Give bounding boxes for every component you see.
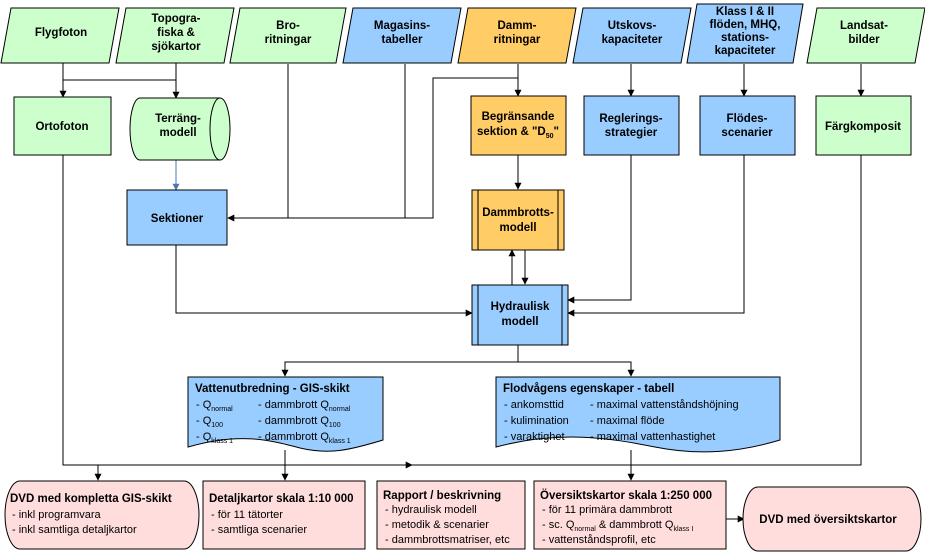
input-bro-ritningar: Bro-ritningar [229, 7, 347, 64]
process-fargkomposit: Färgkomposit [815, 95, 912, 156]
svg-text:Färgkomposit: Färgkomposit [825, 121, 901, 133]
svg-text:DVD med kompletta GIS-skikt: DVD med kompletta GIS-skikt [10, 493, 172, 505]
process-begransande-sektion: Begränsande sektion & "D50" [470, 95, 567, 156]
edge-bro-sektioner [227, 64, 289, 222]
svg-text:sektion & "D50": sektion & "D50" [477, 126, 559, 140]
edge-flodes-hydraulisk [567, 155, 745, 317]
svg-text:Flodvågens egenskaper - tabell: Flodvågens egenskaper - tabell [503, 383, 674, 395]
input-flygfoton: Flygfoton [0, 7, 120, 64]
svg-text:Vattenutbredning - GIS-skikt: Vattenutbredning - GIS-skikt [195, 383, 350, 395]
svg-text:Utskovs-kapaciteter: Utskovs-kapaciteter [602, 20, 663, 46]
svg-text:- Q100: - Q100 [196, 415, 223, 429]
process-terrangmodell: Terräng-modell [129, 97, 231, 161]
svg-text:- maximal vattenståndshöjning: - maximal vattenståndshöjning [590, 399, 739, 411]
svg-text:- Qnormal: - Qnormal [196, 399, 233, 413]
svg-text:- maximal vattenhastighet: - maximal vattenhastighet [590, 431, 715, 443]
svg-text:Landsat-bilder: Landsat-bilder [840, 20, 888, 46]
svg-text:- för 11 tätorter: - för 11 tätorter [211, 509, 283, 521]
output-detaljkartor: Detaljkartor skala 1:10 000 - för 11 tät… [202, 480, 366, 550]
svg-text:Magasins-tabeller: Magasins-tabeller [374, 20, 430, 46]
svg-text:Dammbrotts-modell: Dammbrotts-modell [482, 207, 554, 234]
edge-flygfoton-terrang [63, 79, 180, 99]
svg-text:Reglerings-strategier: Reglerings-strategier [599, 113, 662, 139]
svg-text:- kulimination: - kulimination [504, 415, 569, 427]
edge-reglering-hydraulisk [567, 155, 632, 304]
svg-text:- dammbrottsmatriser, etc: - dammbrottsmatriser, etc [385, 534, 510, 546]
svg-text:- vattenståndsprofil, etc: - vattenståndsprofil, etc [542, 534, 656, 546]
svg-text:Bro-ritningar: Bro-ritningar [265, 20, 312, 46]
edges [59, 63, 865, 523]
svg-text:Flygfoton: Flygfoton [35, 27, 87, 39]
svg-text:- inkl programvara: - inkl programvara [12, 509, 102, 521]
svg-text:- sc. Qnormal & dammbrott Qk: - sc. Qnormal & dammbrott Qklass I [542, 519, 693, 533]
input-magasinstabeller: Magasins-tabeller [342, 7, 462, 64]
svg-text:Terräng-modell: Terräng-modell [155, 113, 201, 139]
process-dammbrottsmodell: Dammbrotts-modell [471, 189, 565, 251]
svg-text:- ankomsttid: - ankomsttid [504, 399, 564, 411]
svg-text:- inkl samtliga detaljkartor: - inkl samtliga detaljkartor [12, 524, 137, 536]
svg-text:Sektioner: Sektioner [151, 213, 204, 225]
svg-text:- hydraulisk modell: - hydraulisk modell [385, 504, 477, 516]
edge-hydraulisk-split [281, 345, 519, 377]
result-vattenutbredning: Vattenutbredning - GIS-skikt - Qnormal -… [187, 376, 384, 452]
input-topografiska-sjokartor: Topogra-fiska &sjökartor [115, 7, 235, 64]
output-oversiktskartor: Översiktskartor skala 1:250 000 - för 11… [533, 480, 727, 550]
output-rapport: Rapport / beskrivning - hydraulisk model… [376, 480, 526, 550]
svg-text:Ortofoton: Ortofoton [35, 121, 88, 133]
svg-text:- maximal flöde: - maximal flöde [590, 415, 665, 427]
edge-damm-sektioner [405, 77, 518, 219]
process-sektioner: Sektioner [126, 189, 228, 246]
svg-text:- dammbrott Qnormal: - dammbrott Qnormal [258, 399, 351, 413]
input-landsatbilder: Landsat-bilder [806, 7, 925, 64]
svg-text:Detaljkartor skala 1:10 000: Detaljkartor skala 1:10 000 [209, 493, 353, 505]
input-dammritningar: Damm-ritningar [457, 7, 577, 64]
svg-text:- för 11 primära dammbrott: - för 11 primära dammbrott [542, 504, 672, 516]
process-regleringsstrategier: Reglerings-strategier [583, 95, 680, 156]
output-dvd-oversiktskartor: DVD med översiktskartor [742, 486, 922, 552]
svg-text:- samtliga scenarier: - samtliga scenarier [211, 524, 307, 536]
svg-text:Flödes-scenarier: Flödes-scenarier [721, 113, 773, 139]
edge-hydraulisk-flodvag [518, 361, 635, 377]
process-ortofoton: Ortofoton [13, 96, 112, 156]
svg-text:DVD med översiktskartor: DVD med översiktskartor [759, 514, 897, 526]
input-utskovskapaciteter: Utskovs-kapaciteter [572, 7, 692, 64]
result-flodvagens-egenskaper: Flodvågens egenskaper - tabell - ankomst… [495, 376, 781, 453]
svg-text:- dammbrott Q100: - dammbrott Q100 [258, 415, 341, 429]
svg-text:- varaktighet: - varaktighet [504, 431, 565, 443]
edge-sektioner-hydraulisk [175, 245, 473, 317]
svg-text:Begränsande: Begränsande [482, 111, 555, 123]
process-flodesscenarier: Flödes-scenarier [699, 95, 796, 156]
svg-text:- Qklass 1: - Qklass 1 [196, 431, 233, 445]
output-dvd-gis: DVD med kompletta GIS-skikt - inkl progr… [4, 480, 200, 550]
svg-text:- metodik & scenarier: - metodik & scenarier [385, 519, 489, 531]
svg-text:Damm-ritningar: Damm-ritningar [494, 20, 541, 46]
edge-ortofoton-bus [62, 155, 862, 466]
svg-text:Topogra-fiska &sjökartor: Topogra-fiska &sjökartor [151, 13, 201, 53]
svg-text:Rapport / beskrivning: Rapport / beskrivning [383, 490, 501, 502]
svg-text:- dammbrott Qklass 1: - dammbrott Qklass 1 [258, 431, 351, 445]
edge-magasin-sektioner [288, 64, 406, 219]
svg-text:Översiktskartor skala 1:250 00: Översiktskartor skala 1:250 000 [540, 489, 712, 502]
